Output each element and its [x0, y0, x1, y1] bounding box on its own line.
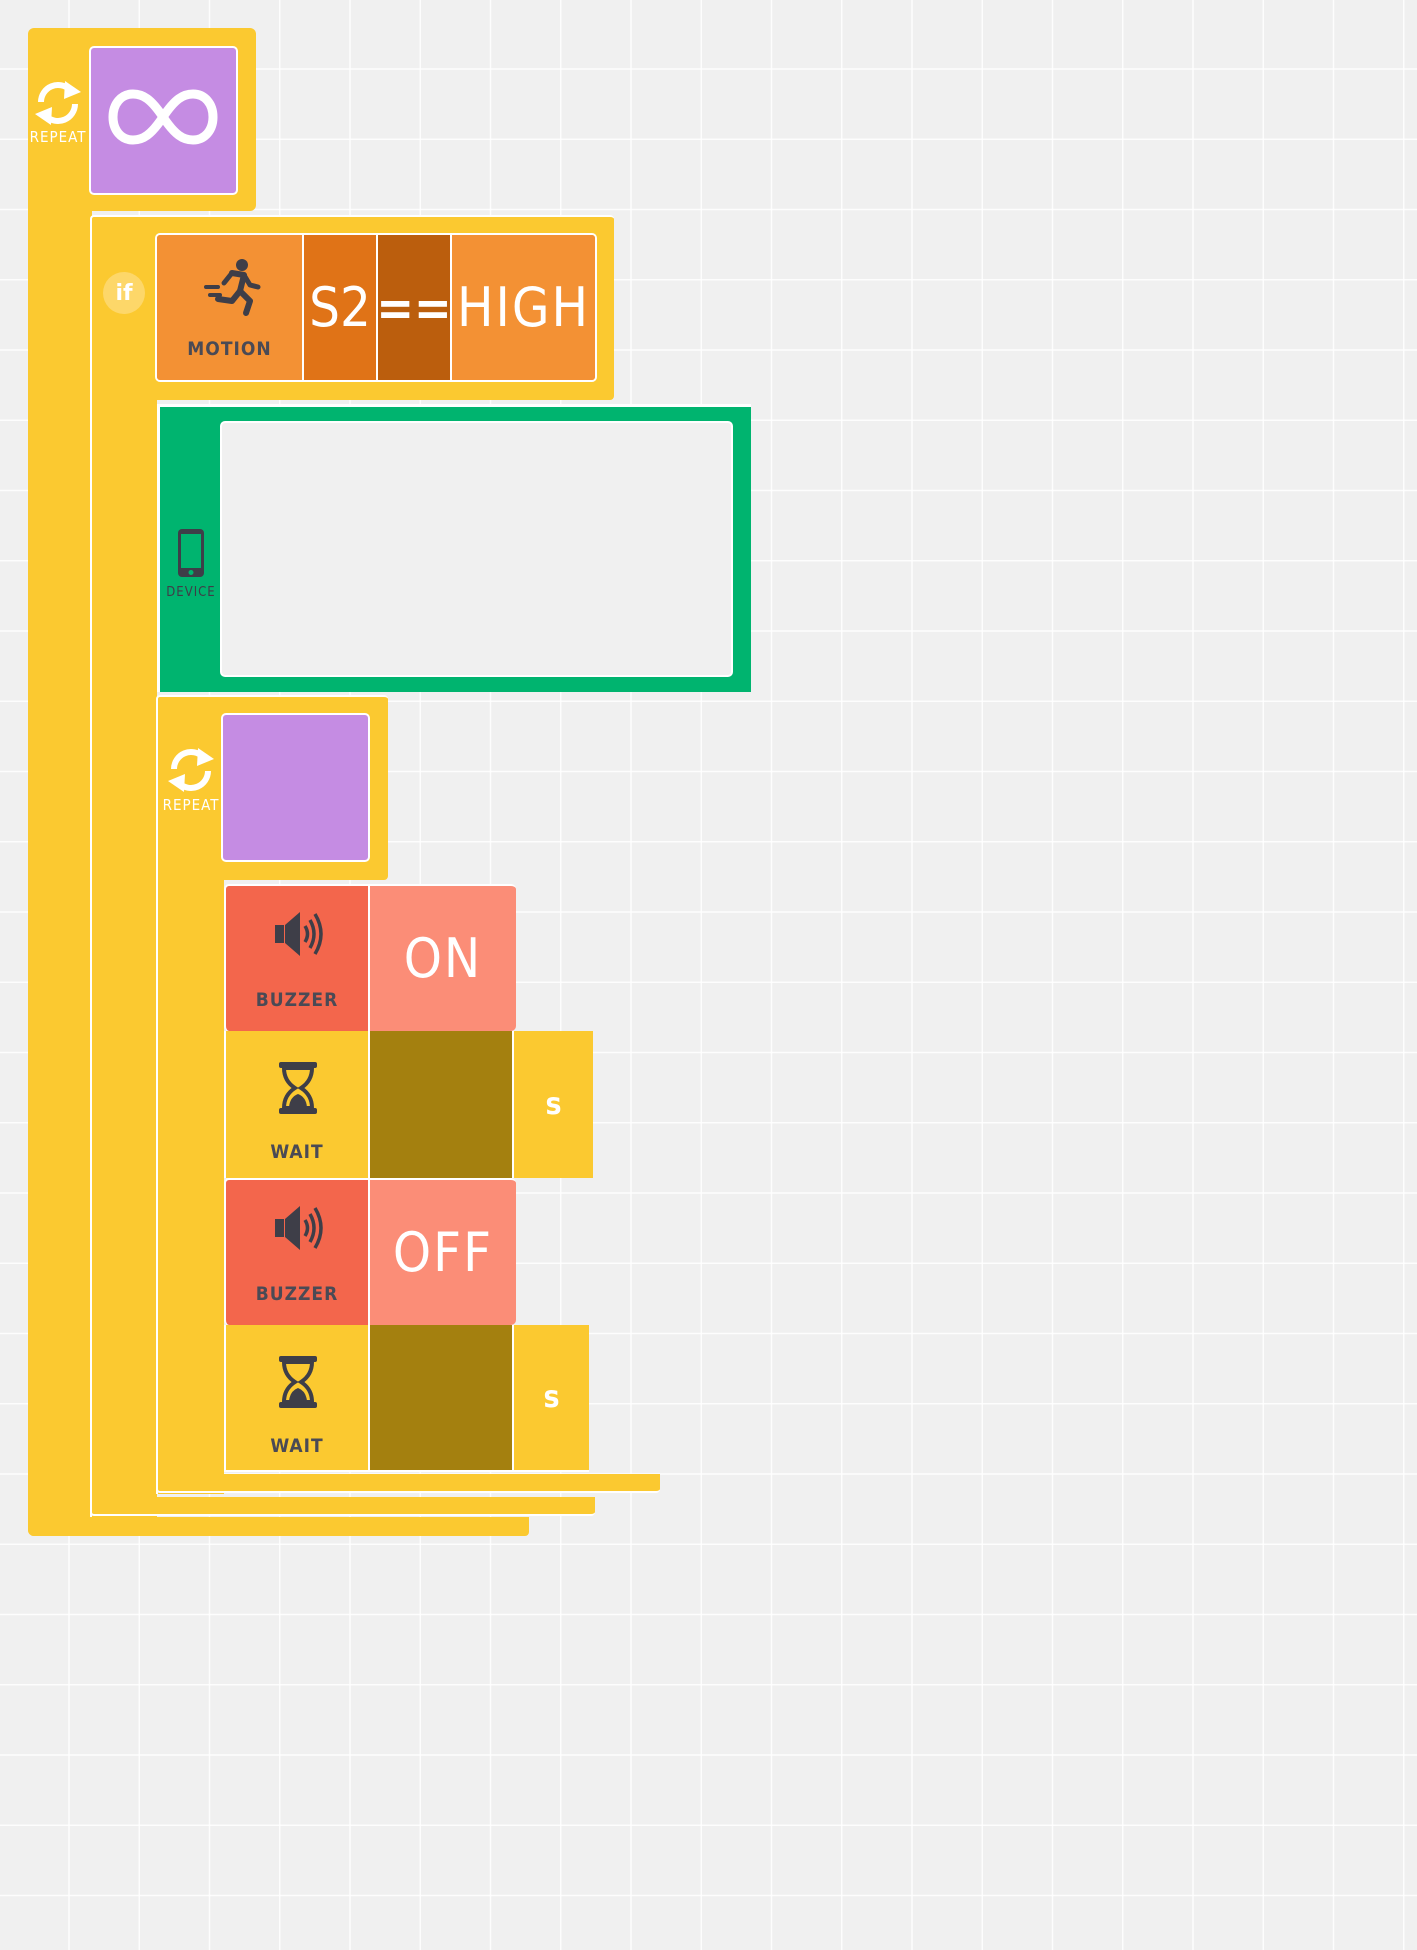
buzzer-value: ON	[403, 927, 483, 990]
wait-value-cell[interactable]	[370, 1325, 514, 1472]
device-slot[interactable]	[220, 421, 733, 677]
if-badge-label: if	[115, 280, 133, 306]
operator-cell[interactable]: ==	[376, 235, 452, 380]
outer-repeat-count[interactable]	[89, 46, 238, 195]
wait-block[interactable]: WAIT s	[224, 1031, 593, 1178]
port-cell[interactable]: S2	[304, 235, 378, 380]
buzzer-on-block[interactable]: BUZZER ON	[224, 884, 516, 1031]
wait-block[interactable]: WAIT s	[224, 1325, 589, 1472]
if-badge: if	[103, 272, 145, 314]
buzzer-cell: BUZZER	[226, 886, 370, 1031]
wait-cell: WAIT	[224, 1031, 370, 1178]
speaker-icon	[273, 1202, 325, 1254]
buzzer-cell: BUZZER	[226, 1180, 370, 1325]
wait-unit: s	[545, 1087, 562, 1122]
buzzer-off-block[interactable]: BUZZER OFF	[224, 1178, 516, 1325]
inner-repeat-count[interactable]	[221, 713, 370, 862]
wait-cell: WAIT	[224, 1325, 370, 1472]
outer-repeat-label: REPEAT	[29, 128, 87, 146]
repeat-icon	[31, 78, 85, 128]
inner-repeat-label: REPEAT	[162, 796, 220, 814]
buzzer-value-cell[interactable]: OFF	[370, 1180, 516, 1325]
if-block-footer	[90, 1497, 595, 1516]
buzzer-value-cell[interactable]: ON	[370, 886, 516, 1031]
outer-repeat-body	[28, 200, 92, 1536]
wait-value-cell[interactable]	[370, 1031, 514, 1178]
repeat-icon	[164, 745, 218, 795]
inner-repeat-footer	[156, 1474, 660, 1493]
wait-unit-cell: s	[514, 1031, 593, 1178]
device-label: DEVICE	[166, 585, 216, 600]
condition-value: HIGH	[456, 276, 591, 339]
motion-label: MOTION	[187, 338, 272, 360]
wait-label: WAIT	[270, 1435, 324, 1457]
infinity-icon	[107, 86, 219, 148]
operator-value: ==	[376, 278, 452, 337]
hourglass-icon	[277, 1355, 319, 1409]
outer-repeat-footer	[28, 1517, 529, 1536]
motion-sensor-cell[interactable]: MOTION	[157, 235, 304, 380]
wait-unit-cell: s	[514, 1325, 589, 1472]
buzzer-label: BUZZER	[255, 1283, 339, 1305]
speaker-icon	[273, 908, 325, 960]
port-value: S2	[309, 276, 371, 339]
value-cell[interactable]: HIGH	[452, 235, 595, 380]
wait-label: WAIT	[270, 1141, 324, 1163]
running-person-icon	[202, 257, 262, 317]
wait-unit: s	[543, 1380, 560, 1415]
buzzer-label: BUZZER	[255, 989, 339, 1011]
buzzer-value: OFF	[392, 1221, 494, 1284]
if-block-body	[90, 380, 157, 1517]
inner-repeat-body	[156, 870, 224, 1494]
condition-row: MOTION S2 == HIGH	[155, 233, 597, 382]
hourglass-icon	[277, 1061, 319, 1115]
phone-icon	[176, 527, 206, 579]
